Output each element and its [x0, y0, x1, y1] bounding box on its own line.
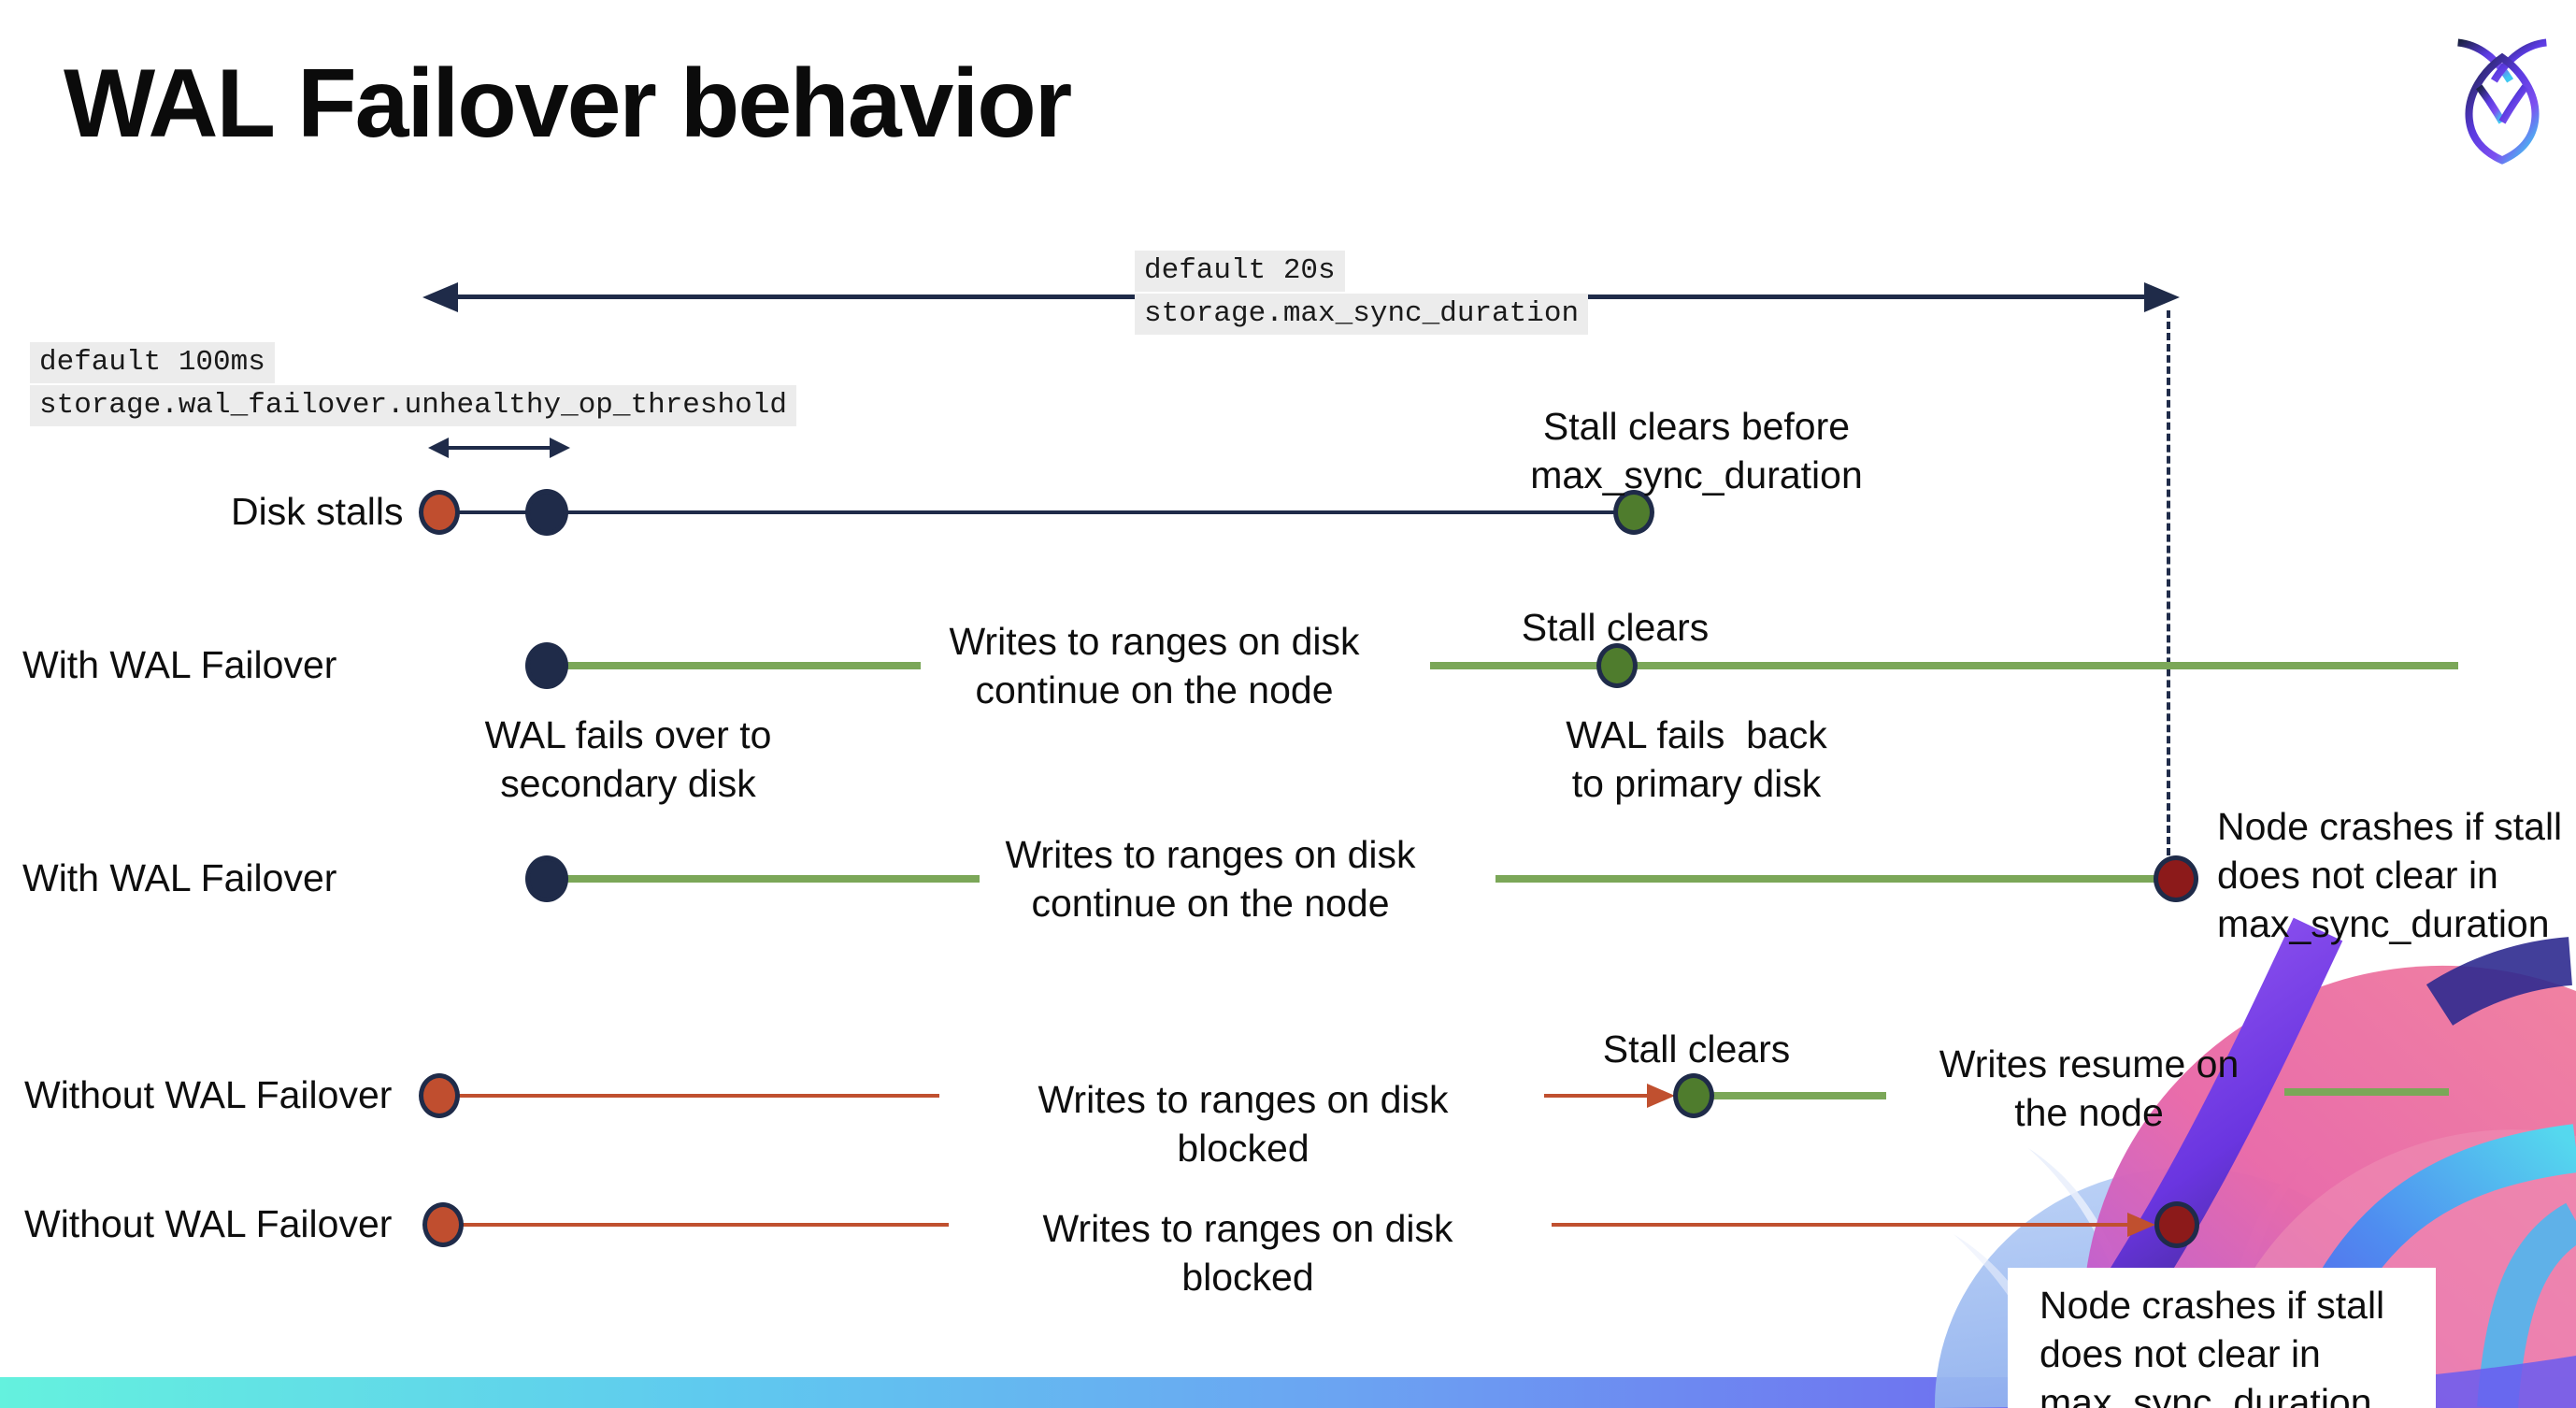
threshold-arrow-line — [447, 446, 550, 450]
writes-blocked2-line-b — [1552, 1223, 2129, 1227]
cockroachdb-logo-icon — [2457, 38, 2547, 165]
row-label-without-wal-failover-1: Without WAL Failover — [24, 1073, 393, 1116]
unhealthy-op-threshold-label: default 100ms storage.wal_failover.unhea… — [30, 342, 796, 426]
failover-dot-2 — [525, 855, 568, 902]
stall-clears-dot-1 — [1596, 643, 1638, 688]
row-label-with-wal-failover-1: With WAL Failover — [22, 643, 337, 686]
threshold-dot — [525, 489, 568, 536]
writes-blocked-note-1: Writes to ranges on disk blocked — [1038, 1078, 1470, 1171]
writes-blocked2-line-a — [443, 1223, 949, 1227]
stall-clear-dot — [1613, 490, 1654, 535]
max-sync-duration-label: default 20s storage.max_sync_duration — [1135, 251, 1589, 335]
blocked-arrow-head2-icon — [2127, 1213, 2155, 1237]
node-crash-dot-2 — [2154, 1201, 2199, 1248]
unhealthy-op-default-tag: default 100ms — [30, 342, 275, 383]
threshold-arrow-right-icon — [550, 438, 570, 458]
max-sync-deadline-dashed-line — [2167, 310, 2170, 855]
row-label-with-wal-failover-2: With WAL Failover — [22, 856, 337, 899]
writes-blocked-note-2: Writes to ranges on disk blocked — [1042, 1207, 1475, 1300]
disk-stall-timeline — [439, 510, 1615, 514]
stall-start-dot — [419, 490, 460, 535]
threshold-arrow-left-icon — [428, 438, 449, 458]
stall-start-dot-3 — [422, 1202, 464, 1247]
writes-continue2-line-b — [1496, 875, 2161, 883]
arrow-head-left-icon — [422, 282, 458, 312]
writes-resume-line-a — [1694, 1092, 1886, 1099]
row-label-disk-stalls: Disk stalls — [231, 490, 404, 533]
writes-continue-line-b — [1430, 662, 2458, 669]
writes-blocked-line-b — [1544, 1094, 1649, 1098]
max-sync-default-tag: default 20s — [1135, 251, 1345, 292]
blocked-arrow-head-icon — [1647, 1084, 1675, 1108]
writes-resume-line-b — [2284, 1088, 2449, 1096]
stall-start-dot-2 — [419, 1073, 460, 1118]
failover-dot — [525, 642, 568, 689]
writes-blocked-line-a — [439, 1094, 939, 1098]
arrow-head-right-icon — [2144, 282, 2180, 312]
writes-continue2-line-a — [547, 875, 980, 883]
max-sync-setting-tag: storage.max_sync_duration — [1135, 294, 1589, 335]
row-label-without-wal-failover-2: Without WAL Failover — [24, 1202, 393, 1245]
stall-clears-dot-2 — [1673, 1073, 1714, 1118]
writes-continue-line-a — [547, 662, 921, 669]
stall-clears-note-2: Stall clears — [1602, 1027, 1791, 1070]
unhealthy-op-setting-tag: storage.wal_failover.unhealthy_op_thresh… — [30, 385, 796, 426]
page-title: WAL Failover behavior — [64, 50, 1072, 158]
node-crash-dot-1 — [2154, 855, 2198, 902]
stall-clears-note-1: Stall clears — [1521, 606, 1710, 649]
